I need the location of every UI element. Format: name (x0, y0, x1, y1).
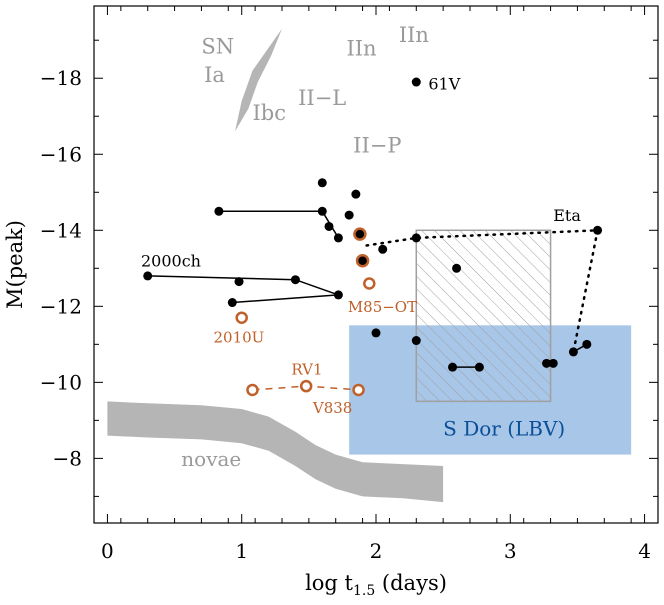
y-tick-label: −18 (40, 66, 82, 90)
points-layer (143, 77, 603, 397)
x-tick-label: 4 (638, 539, 651, 563)
label-eta: Eta (553, 206, 581, 225)
black-point (448, 362, 458, 372)
label-sdor: S Dor (LBV) (443, 417, 565, 441)
black-point (317, 178, 327, 188)
y-tick-label: −16 (40, 142, 82, 166)
x-axis-label-sub: 1.5 (353, 583, 375, 599)
black-point (317, 206, 327, 216)
black-point (344, 210, 354, 220)
orange-open-point (235, 311, 248, 324)
black-point (378, 244, 388, 254)
label-iin-2: IIn (399, 23, 429, 47)
black-point (143, 271, 153, 281)
label-iil: II−L (298, 86, 346, 110)
black-point (474, 362, 484, 372)
orange-open-point (299, 379, 313, 393)
label-ibc: Ibc (252, 101, 286, 125)
x-tick-label: 2 (370, 539, 383, 563)
label-2010u: 2010U (214, 328, 265, 346)
bands-layer (107, 28, 444, 503)
black-point (568, 347, 578, 357)
y-tick-label: −10 (40, 370, 82, 394)
orange-ring-point (353, 227, 367, 241)
label-61v: 61V (428, 75, 460, 94)
black-point (351, 189, 361, 199)
black-point (548, 358, 558, 368)
black-point (411, 77, 421, 87)
label-2000ch: 2000ch (141, 251, 201, 270)
orange-open-point (352, 383, 365, 397)
y-axis-label: M(peak) (3, 220, 27, 309)
annotations-layer: SNIaIbcII−LIInIInII−P61VEta2000chM85−OT2… (141, 23, 581, 471)
x-axis-label-tail: (days) (375, 571, 447, 595)
black-point (371, 328, 381, 338)
black-point (214, 206, 224, 216)
orange-open-point (246, 383, 259, 397)
label-sn: SN (201, 35, 234, 59)
x-tick-label: 3 (504, 539, 517, 563)
black-point (227, 298, 237, 308)
black-point (411, 233, 421, 243)
band-novae (107, 401, 444, 503)
black-point (411, 336, 421, 346)
solid-line-1 (147, 275, 339, 304)
x-axis-label-main: log t (305, 571, 353, 595)
black-point (542, 358, 552, 368)
y-tick-label: −12 (40, 294, 82, 318)
orange-ring-point (355, 253, 370, 268)
black-point (452, 263, 462, 273)
black-point (290, 275, 300, 285)
label-rv1: RV1 (291, 361, 322, 379)
orange-open-point (363, 277, 376, 290)
label-v838: V838 (312, 399, 352, 417)
band-sn-ia (235, 28, 282, 132)
label-ia: Ia (204, 63, 225, 87)
black-point (324, 221, 334, 231)
label-novae: novae (181, 447, 241, 471)
x-tick-label: 0 (101, 539, 114, 563)
label-iin-1: IIn (346, 36, 376, 60)
label-iip: II−P (353, 133, 401, 157)
dotted-line-0 (365, 228, 600, 354)
region-hatched (415, 229, 552, 403)
black-point (582, 339, 592, 349)
y-tick-label: −14 (40, 218, 82, 242)
label-m85: M85−OT (348, 298, 417, 316)
black-point (333, 290, 343, 300)
black-point (333, 233, 343, 243)
axes-layer: 0 1 2 3 4 −8 −10 −12 −14 −16 −18 log t1.5 (days) M(p… (3, 5, 659, 599)
x-axis-label: log t1.5 (days) (305, 571, 447, 599)
black-point (234, 277, 244, 287)
x-tick-label: 1 (235, 539, 248, 563)
y-tick-label: −8 (53, 446, 82, 470)
black-point (593, 225, 603, 235)
